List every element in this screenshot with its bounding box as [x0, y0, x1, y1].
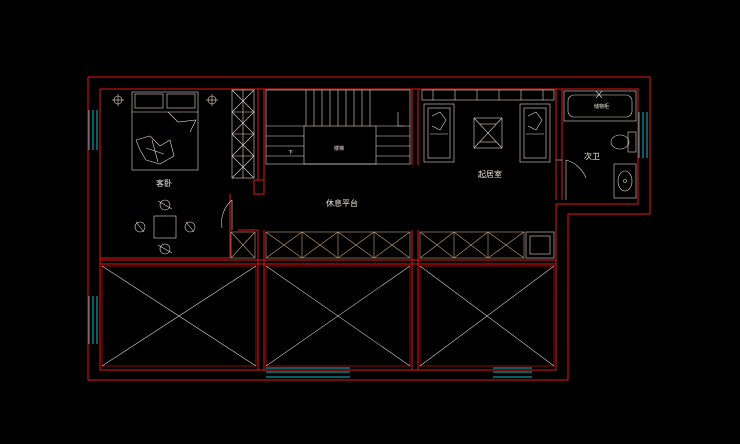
bedside-lamp-icon	[206, 94, 218, 106]
window-right-bath	[638, 112, 648, 158]
washbasin-icon	[613, 163, 637, 199]
outer-walls	[87, 76, 651, 381]
bath-cabinet-label: 储物柜	[594, 103, 609, 110]
bathroom-label: 次卫	[584, 151, 600, 161]
void-room-middle	[265, 265, 411, 367]
tv-cabinet	[421, 89, 555, 101]
living-room-furniture	[421, 89, 562, 163]
guest-room-label: 客卧	[156, 178, 172, 188]
staircase-icon	[265, 89, 411, 165]
door-swing-icon	[221, 199, 233, 230]
bed-icon	[131, 91, 199, 171]
void-room-left	[101, 265, 257, 367]
guest-room-furniture	[112, 89, 255, 255]
bathroom-fixtures	[563, 90, 637, 200]
window-left-lower	[88, 296, 98, 344]
bedside-lamp-icon	[112, 94, 124, 106]
interior-walls	[100, 89, 563, 370]
stair-down-label: 下	[288, 150, 293, 156]
void-room-right	[419, 265, 555, 367]
cabinet-band	[230, 231, 555, 259]
stair-core-label: 楼梯	[334, 145, 344, 152]
coffee-table-icon	[473, 117, 503, 149]
wardrobe	[231, 89, 255, 179]
window-left-upper	[88, 110, 98, 150]
dining-set-icon	[134, 199, 196, 255]
sofa-icon	[423, 103, 455, 163]
lounge-platform-label: 休息平台	[326, 198, 358, 208]
sofa-icon	[519, 103, 551, 163]
toilet-icon	[610, 131, 637, 153]
bathtub-icon	[563, 90, 637, 122]
window-bottom-right	[493, 367, 532, 378]
lower-void-rooms	[101, 265, 555, 367]
window-bottom-left	[266, 367, 350, 378]
living-room-label: 起居室	[478, 169, 502, 179]
windows	[88, 110, 648, 378]
